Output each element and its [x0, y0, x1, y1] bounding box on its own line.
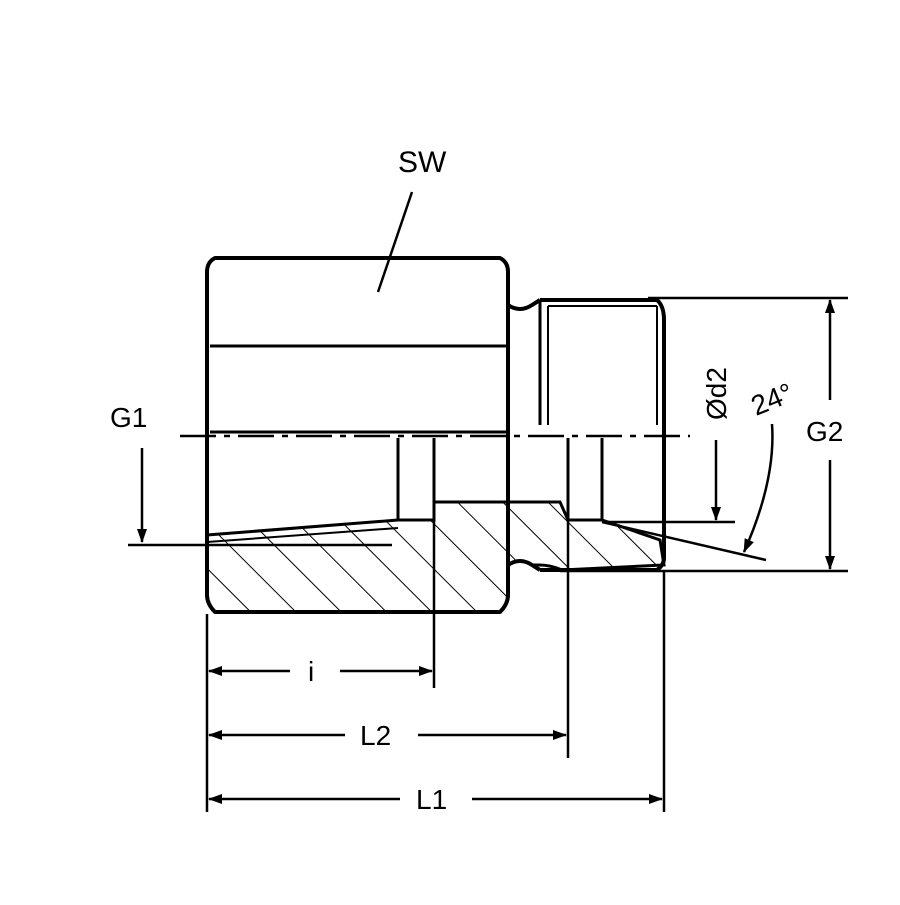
spigot	[540, 298, 666, 572]
label-g2: G2	[806, 416, 843, 447]
label-g1: G1	[110, 402, 147, 433]
sw-leader-line	[376, 191, 414, 293]
label-i: i	[308, 656, 314, 687]
angle-arc	[742, 423, 774, 553]
label-sw: SW	[398, 146, 447, 179]
label-l1: L1	[416, 784, 447, 815]
label-angle: 24°	[747, 377, 798, 422]
label-l2: L2	[360, 720, 391, 751]
length-extensions	[205, 520, 666, 812]
section-hatch	[205, 500, 666, 614]
label-d2: Ød2	[701, 367, 732, 420]
angle-line	[601, 520, 767, 562]
